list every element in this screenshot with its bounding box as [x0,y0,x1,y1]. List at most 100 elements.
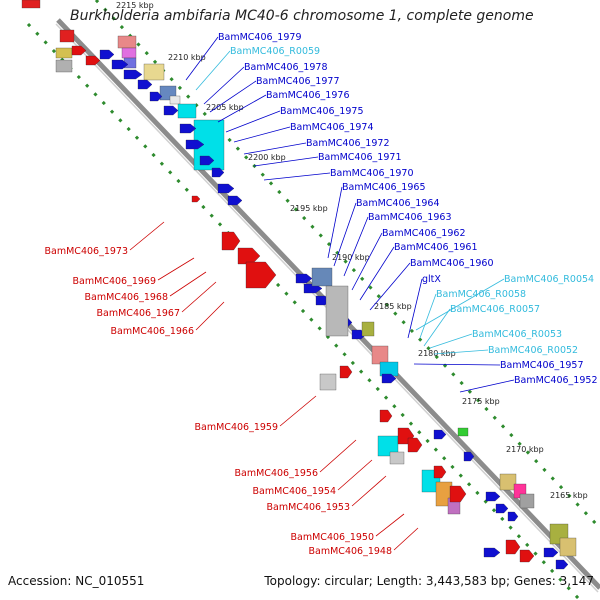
label-leader-line [233,126,291,143]
gene-label: BamMC406_R0058 [436,289,526,300]
label-leader-line [203,66,245,105]
feature-box [361,321,375,337]
gene-label: BamMC406_1963 [368,212,451,223]
label-leader-line [263,172,331,181]
gene-arrow [519,549,535,563]
tick-track-inner [26,22,582,600]
gene-arrow [199,155,215,166]
gene-label: BamMC406_1956 [235,468,318,479]
gene-label: BamMC406_1960 [410,258,493,269]
gene-arrow [71,45,87,56]
gene-box [21,0,41,9]
gene-label: BamMC406_1954 [253,486,336,497]
gene-arrow [555,559,569,570]
gene-label: BamMC406_1948 [309,546,392,557]
label-leader-line [351,232,383,291]
gene-label: BamMC406_1959 [195,422,278,433]
feature-box [389,451,405,465]
feature-box [559,537,577,557]
kbp-tick-label: 2205 kbp [206,103,244,112]
gene-label: gltX [422,274,441,285]
gene-label: BamMC406_1961 [394,242,477,253]
gene-label: BamMC406_1962 [382,228,465,239]
label-leader-line [319,439,357,473]
gene-label: BamMC406_1974 [290,122,373,133]
label-leader-line [413,363,501,366]
gene-label: BamMC406_1979 [218,32,301,43]
gene-arrow [99,49,115,60]
feature-box [319,373,337,391]
feature-box [519,493,535,509]
label-leader-line [253,156,319,167]
gene-box [457,427,469,437]
label-leader-line [157,257,195,281]
gene-arrow [111,59,129,70]
gene-arrow [495,503,509,514]
gene-label: BamMC406_1970 [330,168,413,179]
gene-arrow [227,195,243,206]
accession-text: Accession: NC_010551 [8,574,145,588]
kbp-tick-label: 2215 kbp [116,1,154,10]
gene-arrow [463,451,475,462]
gene-label: BamMC406_1953 [267,502,350,513]
gene-label: BamMC406_R0052 [488,345,578,356]
gene-label: BamMC406_1950 [291,532,374,543]
gene-label: BamMC406_1978 [244,62,327,73]
label-leader-line [243,142,307,155]
gene-label: BamMC406_1965 [342,182,425,193]
kbp-tick-label: 2175 kbp [462,397,500,406]
gene-label: BamMC406_R0054 [504,274,594,285]
gene-arrow [543,547,559,558]
label-leader-line [415,278,505,331]
label-leader-line [423,308,451,347]
label-leader-line [169,271,207,297]
label-leader-line [327,186,343,259]
gene-label: BamMC406_1966 [111,326,194,337]
gene-arrow [433,429,447,440]
feature-box [117,35,137,49]
gene-arrow [507,511,519,522]
gene-label: BamMC406_1952 [514,375,597,386]
label-leader-line [185,36,219,81]
gene-arrow [237,247,261,265]
gene-arrow [407,437,423,453]
label-leader-line [343,216,369,277]
gene-arrow [295,273,313,284]
gene-label: BamMC406_1976 [266,90,349,101]
label-leader-line [181,281,217,313]
kbp-tick-label: 2195 kbp [290,204,328,213]
label-leader-line [195,50,231,91]
kbp-tick-label: 2210 kbp [168,53,206,62]
feature-box [311,267,333,287]
feature-box [169,95,181,105]
label-leader-line [369,262,411,311]
gene-arrow [485,491,501,502]
gene-arrow [505,539,521,555]
feature-box [499,473,517,491]
feature-box [325,285,349,337]
gene-arrow [379,409,393,423]
gene-arrow [191,195,201,203]
gene-label: BamMC406_1967 [97,308,180,319]
kbp-tick-label: 2200 kbp [248,153,286,162]
gene-label: BamMC406_1957 [500,360,583,371]
gene-arrow [217,183,235,194]
feature-box [371,345,389,365]
gene-box [55,59,73,73]
gene-label: BamMC406_1977 [256,76,339,87]
label-leader-line [375,513,405,537]
gene-label: BamMC406_1972 [306,138,389,149]
gene-label: BamMC406_R0057 [450,304,540,315]
feature-box [143,63,165,81]
kbp-tick-label: 2170 kbp [506,445,544,454]
gene-label: BamMC406_1969 [73,276,156,287]
gene-arrow [449,485,467,503]
label-leader-line [333,202,357,267]
gene-arrow [483,547,501,558]
kbp-tick-label: 2165 kbp [550,491,588,500]
gene-label: BamMC406_1971 [318,152,401,163]
gene-arrow [339,365,353,379]
label-leader-line [419,293,437,339]
kbp-tick-label: 2185 kbp [374,302,412,311]
